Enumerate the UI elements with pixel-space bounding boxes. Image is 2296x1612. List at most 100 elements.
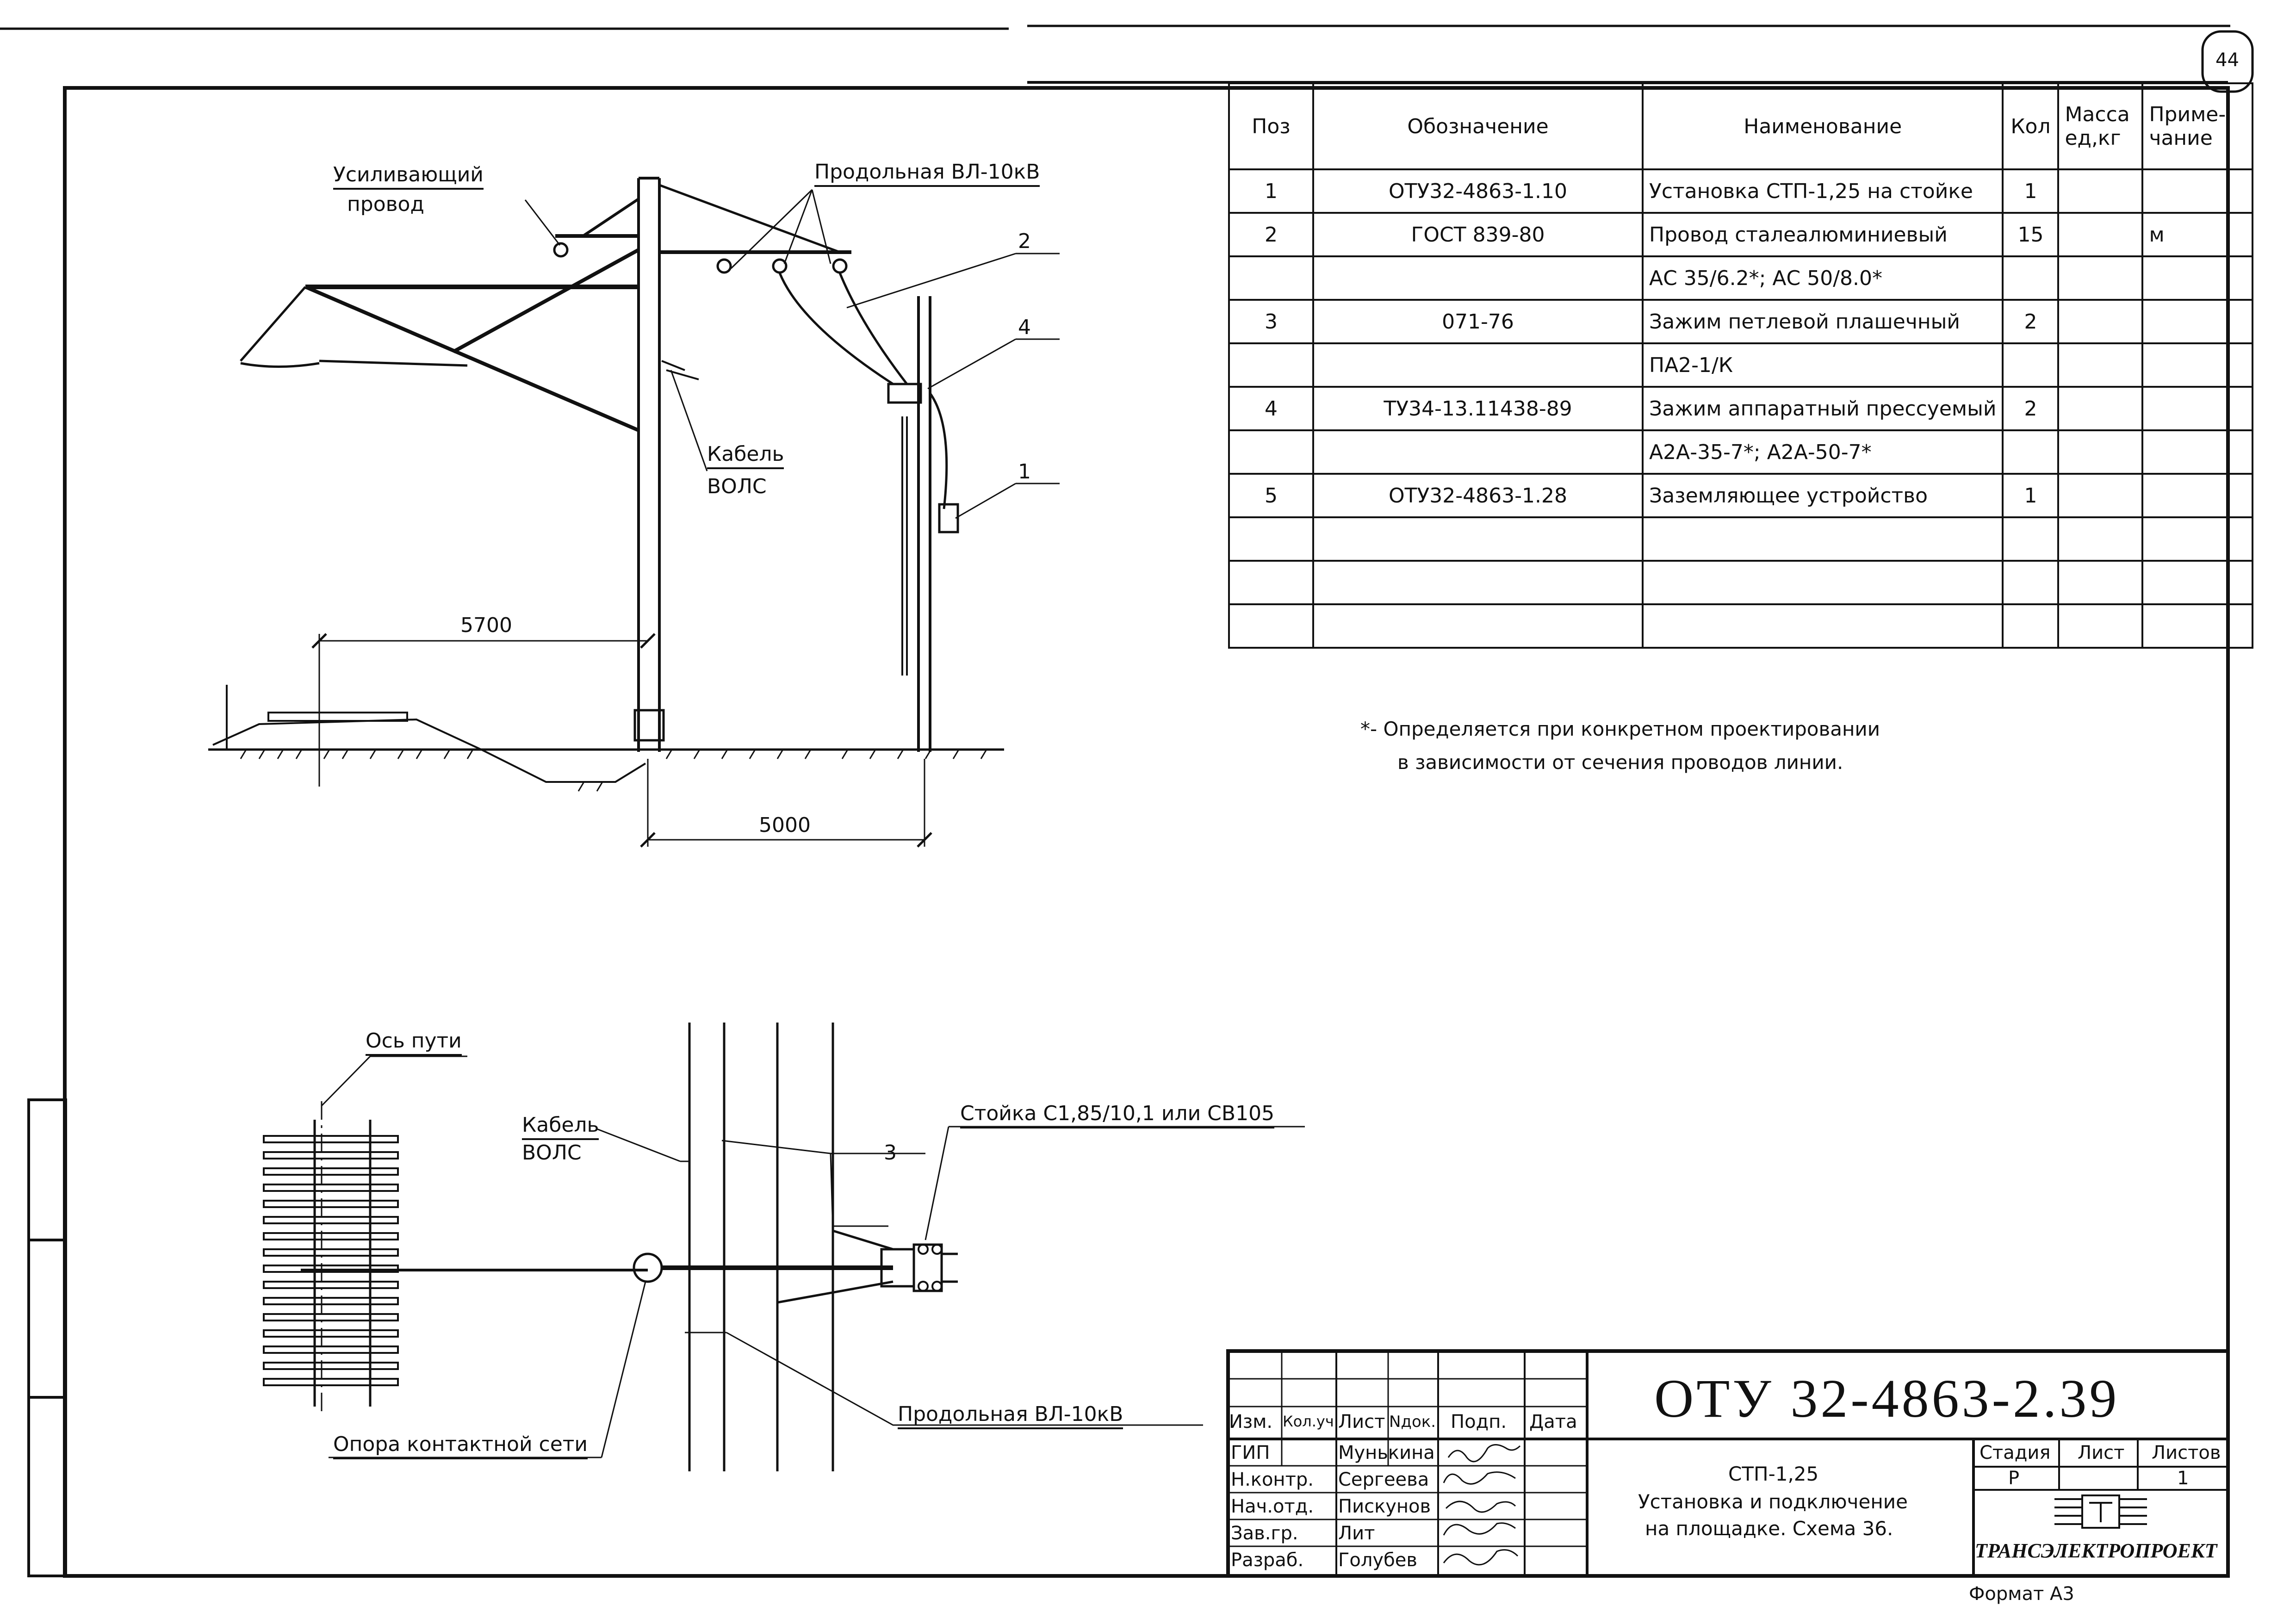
cell-mass [2057, 429, 2144, 475]
cell-name: Заземляющее устройство [1641, 473, 2004, 518]
dimension-5000: 5000 [759, 813, 811, 837]
dimension-5700: 5700 [460, 614, 512, 637]
cell-designation: ОТУ32-4863-1.28 [1312, 473, 1644, 518]
cell-mass [2057, 255, 2144, 301]
cell-qty: 15 [2002, 212, 2060, 257]
cell-pos: 3 [1228, 299, 1314, 344]
table-row: 5 ОТУ32-4863-1.28 Заземляющее устройство… [1228, 473, 2254, 518]
cell-pos [1228, 429, 1314, 475]
cell-note [2141, 473, 2254, 518]
cell-pos: 4 [1228, 386, 1314, 431]
drawing-title-line-2: Установка и подключение [1638, 1490, 1908, 1513]
table-header-row: Поз Обозначение Наименование Кол Масса е… [1228, 82, 2254, 170]
cell-name: ПА2-1/К [1641, 342, 2004, 388]
signatures [1443, 1444, 1521, 1566]
longitudinal-line-label-top: Продольная ВЛ-10кВ [814, 162, 1040, 187]
cell-name: АС 35/6.2*; АС 50/8.0* [1641, 255, 2004, 301]
cell-note [2141, 516, 2254, 562]
cell-pos [1228, 516, 1314, 562]
cell-pos [1228, 560, 1314, 605]
reinforcing-wire-label: Усиливающий [333, 165, 484, 190]
table-row: А2А-35-7*; А2А-50-7* [1228, 429, 2254, 475]
table-row [1228, 603, 2254, 649]
header-note-line2: чание [2149, 126, 2213, 150]
cell-name [1641, 516, 2004, 562]
cell-note [2141, 386, 2254, 431]
col-header-podp: Подп. [1451, 1411, 1507, 1432]
name-gip: Мунькина [1338, 1442, 1435, 1463]
catenary-pole-label: Опора контактной сети [333, 1434, 588, 1459]
cell-note [2141, 342, 2254, 388]
ballast-prism [212, 718, 482, 750]
cell-mass [2057, 299, 2144, 344]
cell-designation: ОТУ32-4863-1.10 [1312, 168, 1644, 214]
header-mass: Масса ед,кг [2057, 82, 2144, 170]
cell-qty [2002, 603, 2060, 649]
cell-name: Установка СТП-1,25 на стойке [1641, 168, 2004, 214]
sheet-label: Лист [2078, 1442, 2125, 1463]
cell-pos: 1 [1228, 168, 1314, 214]
cell-mass [2057, 386, 2144, 431]
cell-designation [1312, 429, 1644, 475]
cell-note [2141, 255, 2254, 301]
table-row: 3 071-76 Зажим петлевой плашечный 2 [1228, 299, 2254, 344]
cell-qty: 1 [2002, 473, 2060, 518]
callout-4: 4 [1018, 316, 1031, 339]
cell-qty [2002, 255, 2060, 301]
plan-view [263, 1023, 1305, 1471]
cell-pos [1228, 342, 1314, 388]
cell-pos: 5 [1228, 473, 1314, 518]
cell-mass [2057, 212, 2144, 257]
cable-vols-plan-label-2: ВОЛС [522, 1141, 582, 1165]
col-header-kol-uch: Кол.уч. [1283, 1413, 1339, 1430]
cable-vols-label: Кабель [707, 444, 784, 469]
sleepers [263, 1135, 399, 1386]
cell-name: Зажим петлевой плашечный [1641, 299, 2004, 344]
organization-logo-icon [2054, 1494, 2147, 1529]
elevation-view [208, 177, 1060, 848]
specification-table: Поз Обозначение Наименование Кол Масса е… [1228, 82, 2254, 649]
cell-name [1641, 603, 2004, 649]
drawing-title-line-3: на площадке. Схема 36. [1645, 1517, 1893, 1540]
header-mass-line2: ед,кг [2065, 126, 2121, 150]
post-type-label: Стойка С1,85/10,1 или СВ105 [960, 1104, 1275, 1128]
drawing-title-line-1: СТП-1,25 [1728, 1463, 1819, 1485]
cell-pos: 2 [1228, 212, 1314, 257]
longitudinal-line-label-bottom: Продольная ВЛ-10кВ [898, 1404, 1123, 1429]
sheet-frame [0, 25, 2254, 1578]
cell-note [2141, 168, 2254, 214]
cell-designation [1312, 255, 1644, 301]
format-label: Формат А3 [1969, 1583, 2074, 1605]
callout-3: 3 [884, 1141, 897, 1165]
header-designation: Обозначение [1312, 82, 1644, 170]
table-row: АС 35/6.2*; АС 50/8.0* [1228, 255, 2254, 301]
table-row: 1 ОТУ32-4863-1.10 Установка СТП-1,25 на … [1228, 168, 2254, 214]
cell-designation [1312, 516, 1644, 562]
stage-label: Стадия [1980, 1442, 2051, 1463]
role-nach-otd: Нач.отд. [1231, 1496, 1314, 1517]
cell-designation: 071-76 [1312, 299, 1644, 344]
cell-qty [2002, 516, 2060, 562]
cell-designation: ГОСТ 839-80 [1312, 212, 1644, 257]
footnote-line-2: в зависимости от сечения проводов линии. [1397, 751, 1843, 774]
table-row [1228, 516, 2254, 562]
organization-name: ТРАНСЭЛЕКТРОПРОЕКТ [1975, 1539, 2217, 1562]
cell-designation [1312, 342, 1644, 388]
cell-designation: ТУ34-13.11438-89 [1312, 386, 1644, 431]
header-note: Приме- чание [2141, 82, 2254, 170]
col-header-data: Дата [1529, 1411, 1577, 1432]
table-row: 4 ТУ34-13.11438-89 Зажим аппаратный прес… [1228, 386, 2254, 431]
stage-value: Р [2008, 1468, 2020, 1489]
header-pos: Поз [1228, 82, 1314, 170]
header-name: Наименование [1641, 82, 2004, 170]
name-razrab: Голубев [1338, 1550, 1417, 1571]
role-zav-gr: Зав.гр. [1231, 1523, 1298, 1544]
cell-mass [2057, 342, 2144, 388]
header-mass-line1: Масса [2065, 103, 2130, 126]
cell-mass [2057, 603, 2144, 649]
table-row [1228, 560, 2254, 605]
sheet-number: 44 [2215, 50, 2239, 71]
sheets-label: Листов [2152, 1442, 2221, 1463]
cell-name: Провод сталеалюминиевый [1641, 212, 2004, 257]
callout-2: 2 [1018, 229, 1031, 253]
